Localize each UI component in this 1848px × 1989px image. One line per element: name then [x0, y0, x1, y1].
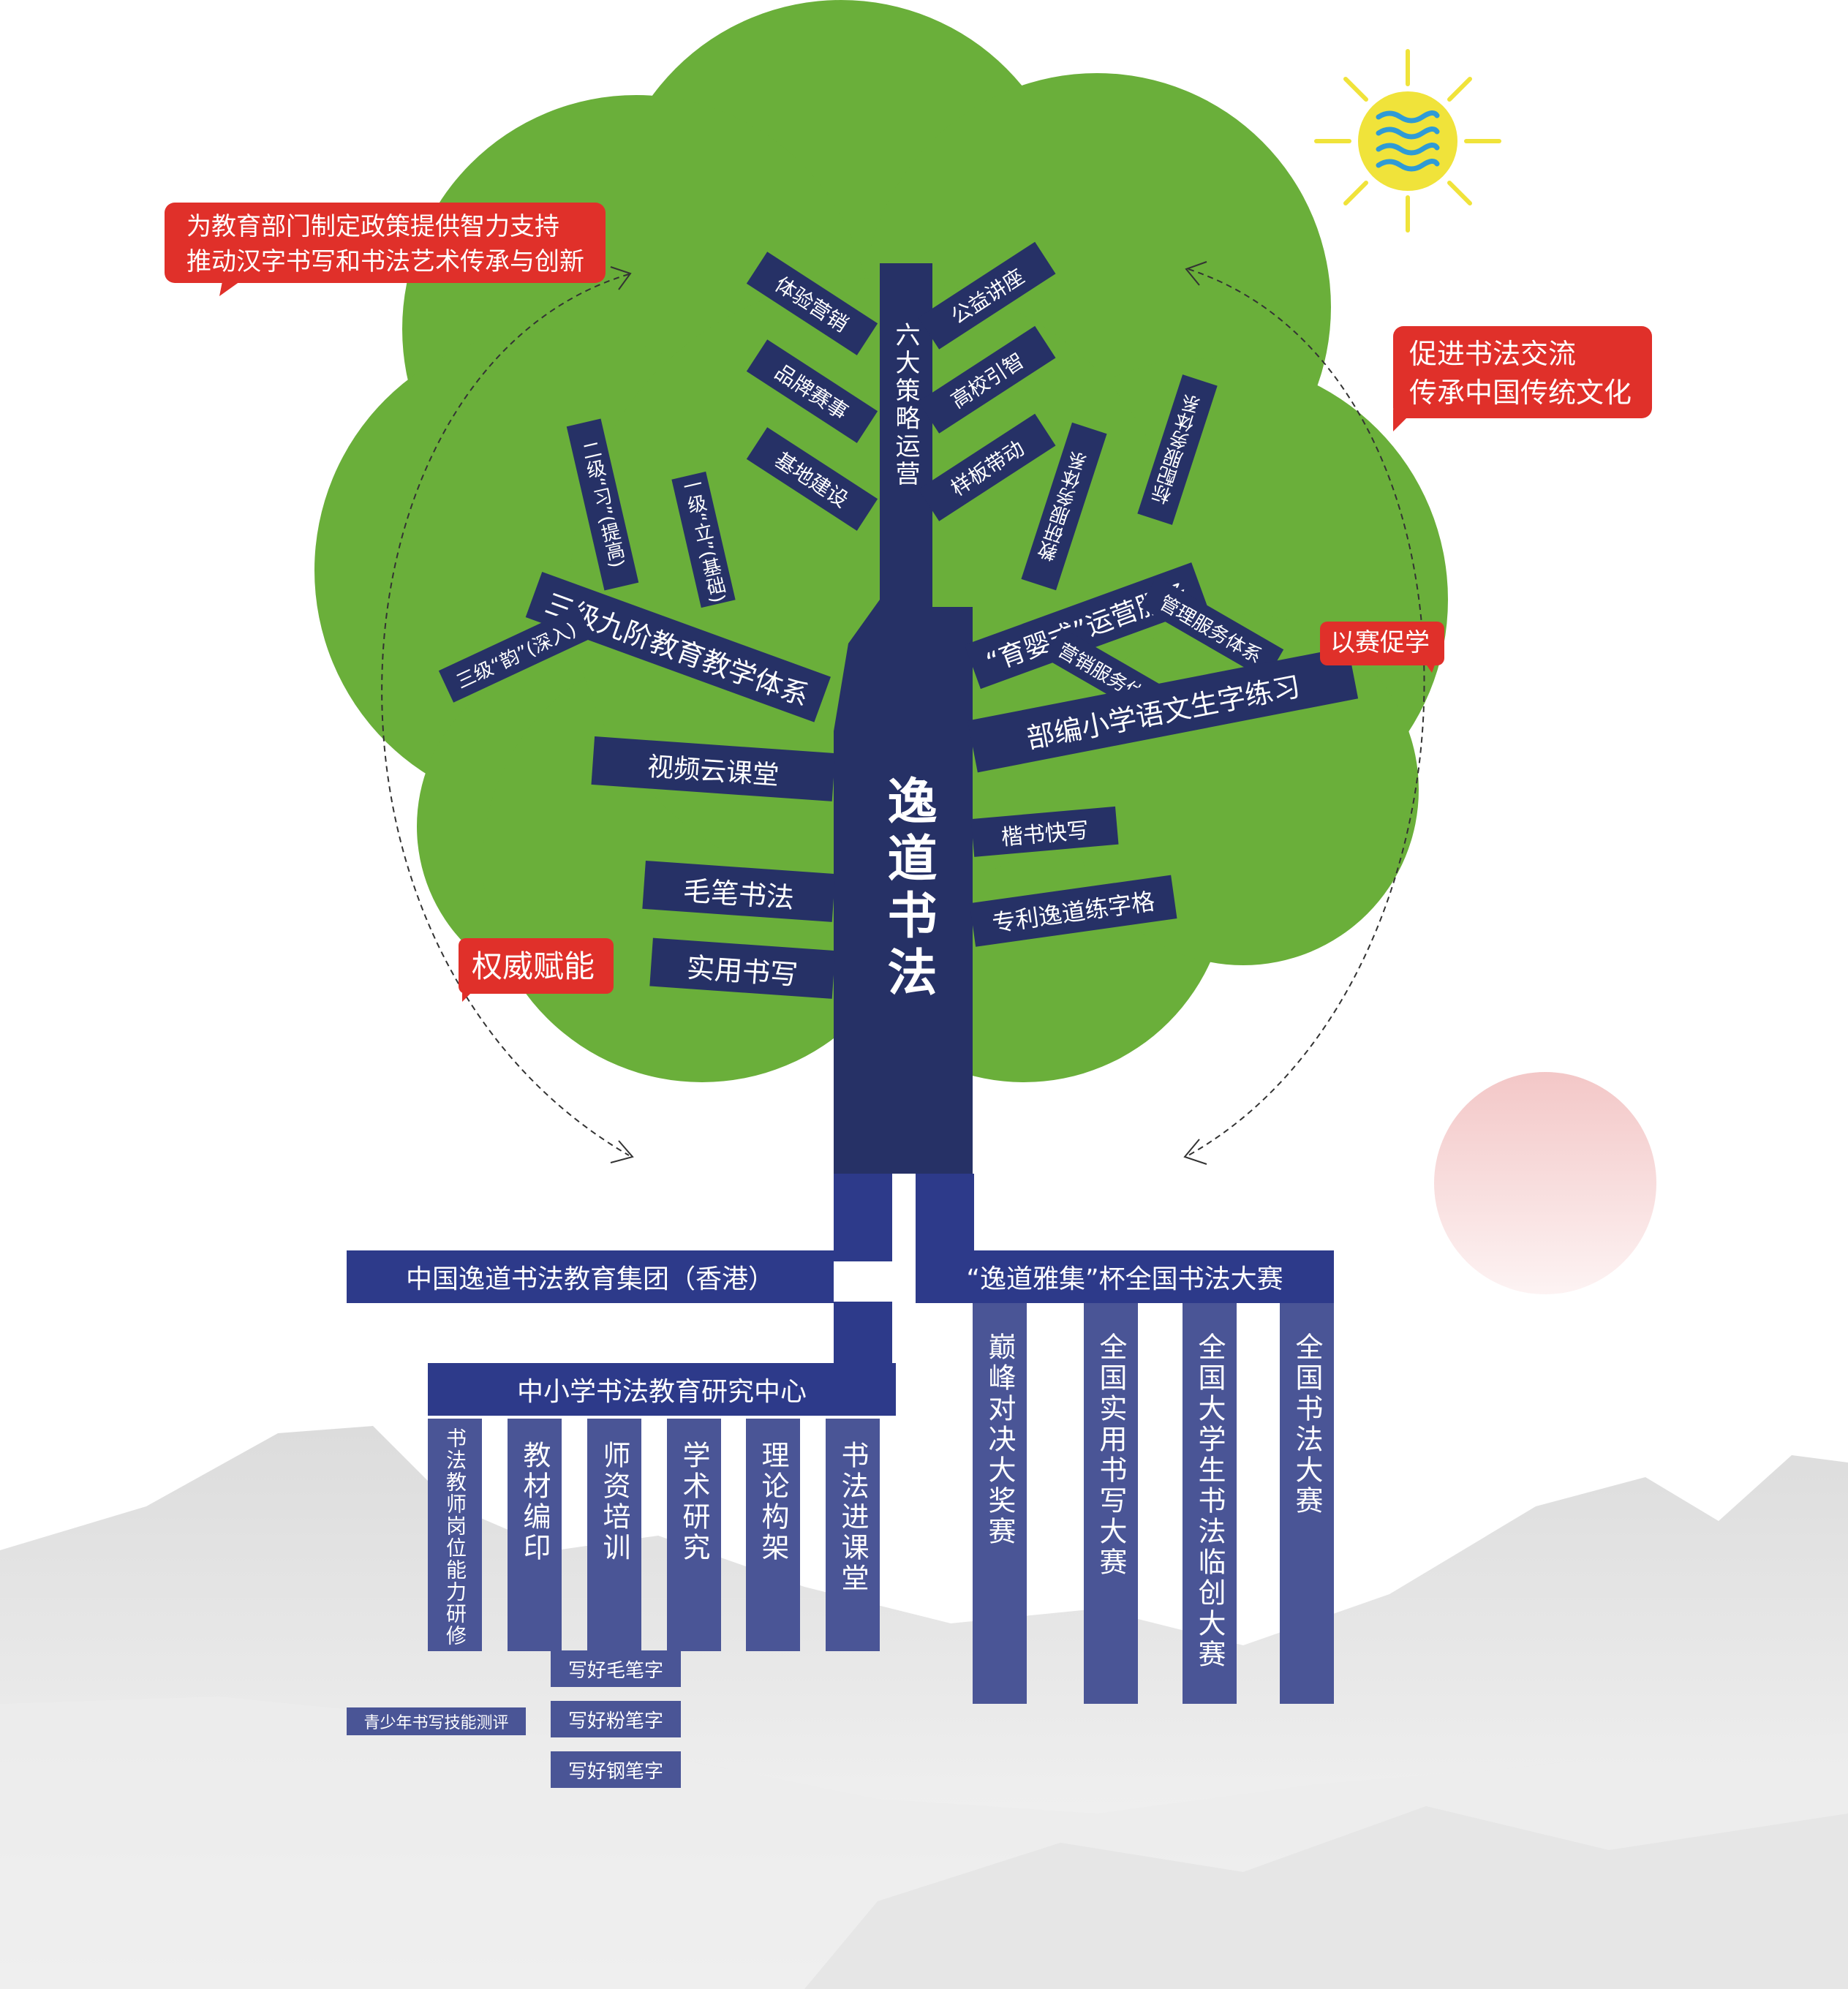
moon-circle	[1434, 1072, 1656, 1294]
sun-icon	[1314, 49, 1501, 233]
contest-item-1: 巅峰对决大奖赛	[973, 1303, 1027, 1704]
writing-item-1: 写好毛笔字	[551, 1650, 681, 1687]
assessment-label: 青少年书写技能测评	[347, 1707, 526, 1735]
callout-authority: 权威赋能	[459, 938, 614, 994]
center-item-3: 师资培训	[587, 1419, 641, 1651]
callout-policy-support: 为教育部门制定政策提供智力支持 推动汉字书写和书法艺术传承与创新	[165, 203, 606, 283]
center-item-4: 学术研究	[667, 1419, 721, 1651]
tree-trunk	[834, 263, 973, 1174]
center-item-2: 教材编印	[508, 1419, 562, 1651]
top-trunk-label: 六大策略运营	[891, 322, 920, 488]
dashed-arrow-left	[381, 273, 630, 1156]
logo-icon	[1376, 110, 1440, 172]
writing-item-3: 写好钢笔字	[551, 1751, 681, 1788]
root-group-label: 中国逸道书法教育集团（香港）	[347, 1250, 834, 1303]
dashed-arrow-right	[1188, 268, 1425, 1156]
callout-compete-learn: 以赛促学	[1320, 622, 1444, 665]
center-item-5: 理论构架	[746, 1419, 800, 1651]
root-center-label: 中小学书法教育研究中心	[428, 1363, 896, 1416]
writing-item-2: 写好粉笔字	[551, 1701, 681, 1737]
contest-item-4: 全国书法大赛	[1280, 1303, 1334, 1704]
root-contest-label: “逸道雅集”杯全国书法大赛	[916, 1250, 1334, 1303]
contest-item-3: 全国大学生书法临创大赛	[1183, 1303, 1237, 1704]
center-item-1: 书法教师岗位能力研修	[428, 1419, 482, 1651]
callout-culture-exchange: 促进书法交流 传承中国传统文化	[1393, 326, 1652, 418]
main-title: 逸道书法	[878, 775, 936, 1003]
center-item-6: 书法进课堂	[826, 1419, 880, 1651]
contest-item-2: 全国实用书写大赛	[1084, 1303, 1138, 1704]
